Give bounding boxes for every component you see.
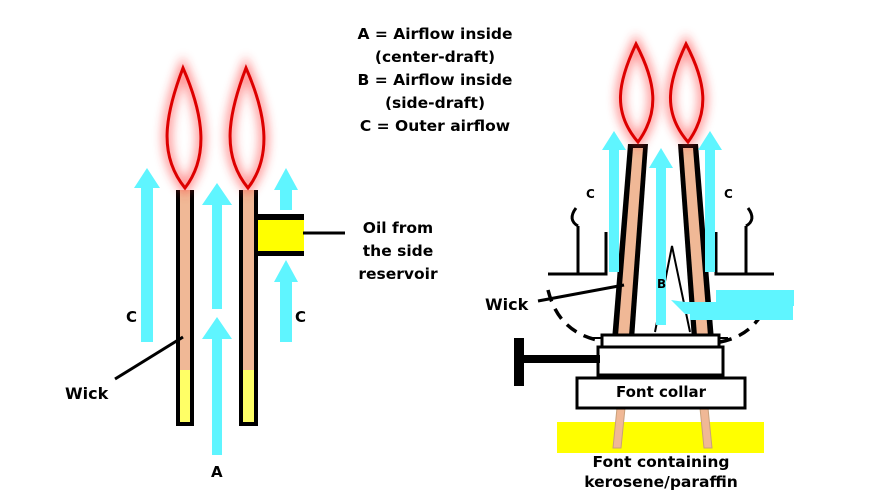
burner-seat bbox=[514, 333, 747, 410]
oil-line2: the side bbox=[362, 242, 434, 260]
oil-line3: reservoir bbox=[358, 265, 438, 283]
left-wick-tubes bbox=[176, 190, 258, 426]
left-center-draft-burner bbox=[114, 56, 345, 455]
right-airflow-arrows bbox=[602, 131, 794, 325]
label-b: B bbox=[657, 277, 667, 291]
label-wick-right: Wick bbox=[485, 295, 529, 314]
label-c-right-right: C bbox=[724, 187, 733, 201]
left-wick-leader bbox=[114, 335, 184, 381]
font-collar-label: Font collar bbox=[615, 383, 706, 401]
right-flames bbox=[616, 33, 708, 150]
font-line1: Font containing bbox=[592, 453, 730, 471]
legend-a-line2: (center-draft) bbox=[374, 48, 496, 66]
oil-line1: Oil from bbox=[362, 219, 434, 237]
legend-b-line2: (side-draft) bbox=[384, 94, 486, 112]
label-a: A bbox=[211, 463, 223, 481]
right-wick-tubes bbox=[612, 144, 714, 340]
font-label: Font containing kerosene/paraffin bbox=[548, 452, 774, 492]
left-airflow-arrows bbox=[134, 168, 298, 455]
label-c-left: C bbox=[126, 308, 138, 326]
label-c-right: C bbox=[295, 308, 307, 326]
legend-a-line1: A = Airflow inside bbox=[357, 25, 513, 43]
right-side-draft-burner bbox=[514, 33, 794, 453]
label-c-right-left: C bbox=[586, 187, 595, 201]
legend-c-line: C = Outer airflow bbox=[359, 117, 511, 135]
fuel-font-band bbox=[557, 422, 764, 453]
gallery-supports bbox=[548, 207, 774, 276]
left-flames bbox=[162, 56, 269, 196]
oil-reservoir-label: Oil from the side reservoir bbox=[343, 217, 453, 286]
legend: A = Airflow inside (center-draft) B = Ai… bbox=[330, 23, 540, 138]
label-wick-left: Wick bbox=[65, 384, 109, 403]
deflector-dashed-right bbox=[719, 305, 768, 344]
side-oil-inlet bbox=[254, 214, 304, 256]
right-wick-leader bbox=[537, 283, 625, 303]
wick-feed-strips bbox=[612, 407, 713, 449]
legend-b-line1: B = Airflow inside bbox=[357, 71, 513, 89]
font-line2: kerosene/paraffin bbox=[584, 473, 738, 491]
